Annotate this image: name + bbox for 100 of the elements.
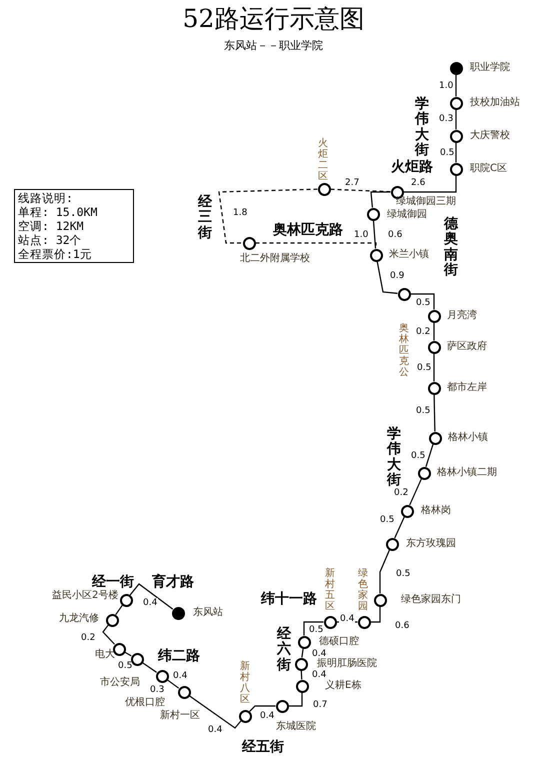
- info-line: 空调: 12KM: [18, 219, 84, 233]
- street-name: 火炬路: [391, 159, 433, 175]
- stop-name: 电大: [95, 649, 115, 661]
- street-name: 学伟大街: [415, 97, 429, 159]
- distance-label: 2.6: [410, 178, 426, 188]
- stop-name: 米兰小镇: [389, 249, 429, 261]
- stop-name: 绿色家园: [358, 568, 368, 612]
- stop-name: 大庆警校: [470, 130, 510, 142]
- distance-label: 0.5: [410, 451, 426, 461]
- distance-label: 0.5: [117, 661, 134, 671]
- route-line: [142, 662, 157, 673]
- stop-name: 职业学院: [470, 62, 510, 74]
- route-line: [455, 74, 457, 96]
- street-name: 学伟大街: [387, 427, 401, 488]
- title: 52路运行示意图: [182, 3, 366, 35]
- distance-label: 0.5: [308, 625, 324, 635]
- distance-label: 0.9: [389, 271, 406, 281]
- route-line: [404, 176, 457, 193]
- distance-label: 0.4: [311, 649, 328, 659]
- distance-label: 0.5: [379, 515, 396, 525]
- street-name: 经三街: [198, 195, 212, 242]
- distance-label: 0.6: [387, 230, 404, 240]
- route-line: [115, 604, 123, 616]
- route-line: [130, 583, 174, 610]
- route-line: [370, 191, 390, 208]
- stop-name: 东风站: [193, 607, 223, 619]
- stop-name: 东方玫瑰园: [406, 538, 456, 550]
- street-name: 奥林匹克路: [273, 222, 343, 238]
- stop-name: 奥林匹克公: [399, 323, 409, 378]
- stop-name: 绿色家园东门: [401, 594, 461, 606]
- distance-label: 0.6: [394, 621, 410, 631]
- route-line: [410, 293, 435, 310]
- distance-label: 0.4: [207, 725, 224, 735]
- street-name: 育才路: [152, 574, 194, 590]
- stop-name: 东城医院: [276, 721, 316, 733]
- stop-name: 九龙汽修: [59, 613, 99, 625]
- route-line: [379, 550, 390, 594]
- distance-label: 0.2: [393, 488, 410, 498]
- stop-name: 北二外附属学校: [240, 253, 310, 265]
- distance-label: 0.3: [149, 685, 166, 695]
- stop-name: 都市左岸: [447, 382, 487, 394]
- distance-label: 0.5: [416, 363, 432, 373]
- distance-label: 0.4: [172, 671, 188, 681]
- stop-name: 优根口腔: [125, 697, 165, 709]
- stop-name: 萨区政府: [447, 341, 487, 353]
- distance-label: 0.3: [438, 114, 454, 124]
- route-line: [102, 624, 115, 645]
- stop-name: 火炬二区: [318, 138, 328, 182]
- route-line: [249, 705, 276, 712]
- route-line: [303, 621, 324, 636]
- route-line: [455, 110, 457, 130]
- subtitle: 东风站－－职业学院: [223, 38, 324, 53]
- distance-label: 0.7: [312, 700, 328, 710]
- distance-label: 0.4: [311, 670, 328, 680]
- distance-label: 0.4: [259, 711, 276, 721]
- street-name: 经六街: [277, 627, 291, 674]
- stop-name: 格林小镇二期: [437, 467, 497, 479]
- distance-label: 0.4: [339, 614, 356, 624]
- stop-name: 月亮湾: [447, 310, 477, 322]
- street-name: 德奥南街: [444, 217, 458, 279]
- info-line: 全程票价:1元: [18, 247, 92, 261]
- stop-name: 益民小区2号楼: [52, 590, 118, 602]
- distance-label: 0.4: [142, 598, 158, 608]
- street-name: 经五街: [242, 739, 284, 755]
- stop-name: 职院C区: [470, 163, 507, 175]
- route-line: [434, 394, 436, 432]
- stop-name: 新村八区: [240, 661, 250, 705]
- distance-label: 0.5: [395, 569, 412, 579]
- info-line: 站点: 32个: [18, 233, 82, 247]
- stop-name: 绿城御园: [387, 209, 427, 221]
- distance-label: 0.5: [415, 298, 432, 308]
- stop-name: 格林岗: [421, 505, 451, 517]
- distance-label: 1.0: [438, 81, 454, 91]
- route-line: [372, 220, 376, 249]
- stop-name: 义耕E栋: [325, 680, 362, 692]
- stop-name: 德硕口腔: [319, 636, 359, 648]
- route-line: [425, 444, 434, 467]
- distance-label: 0.5: [415, 406, 432, 416]
- distance-label: 0.2: [415, 327, 432, 337]
- stop-name: 格林小镇: [448, 432, 488, 444]
- street-name: 纬二路: [158, 648, 200, 664]
- route-line: [433, 322, 435, 340]
- route-line: [288, 692, 303, 707]
- stop-name: 新村一区: [160, 710, 200, 722]
- route-line: [376, 261, 398, 294]
- route-line: [455, 142, 457, 162]
- distance-label: 0.2: [80, 633, 96, 643]
- route-line: [300, 670, 302, 680]
- distance-label: 2.7: [344, 178, 360, 188]
- route-line: [433, 354, 435, 382]
- street-name: 经一街: [92, 574, 134, 590]
- distance-label: 1.8: [232, 208, 248, 218]
- stop-name: 振明肛肠医院: [317, 658, 377, 670]
- stop-name: 技校加油站: [470, 97, 520, 109]
- info-line: 单程: 15.0KM: [18, 205, 98, 219]
- stop-name: 市公安局: [100, 677, 140, 689]
- info-line: 线路说明:: [18, 191, 73, 205]
- distance-label: 1.0: [353, 230, 370, 240]
- route-line: [394, 516, 405, 538]
- stop-name: 绿城御园三期: [396, 196, 456, 208]
